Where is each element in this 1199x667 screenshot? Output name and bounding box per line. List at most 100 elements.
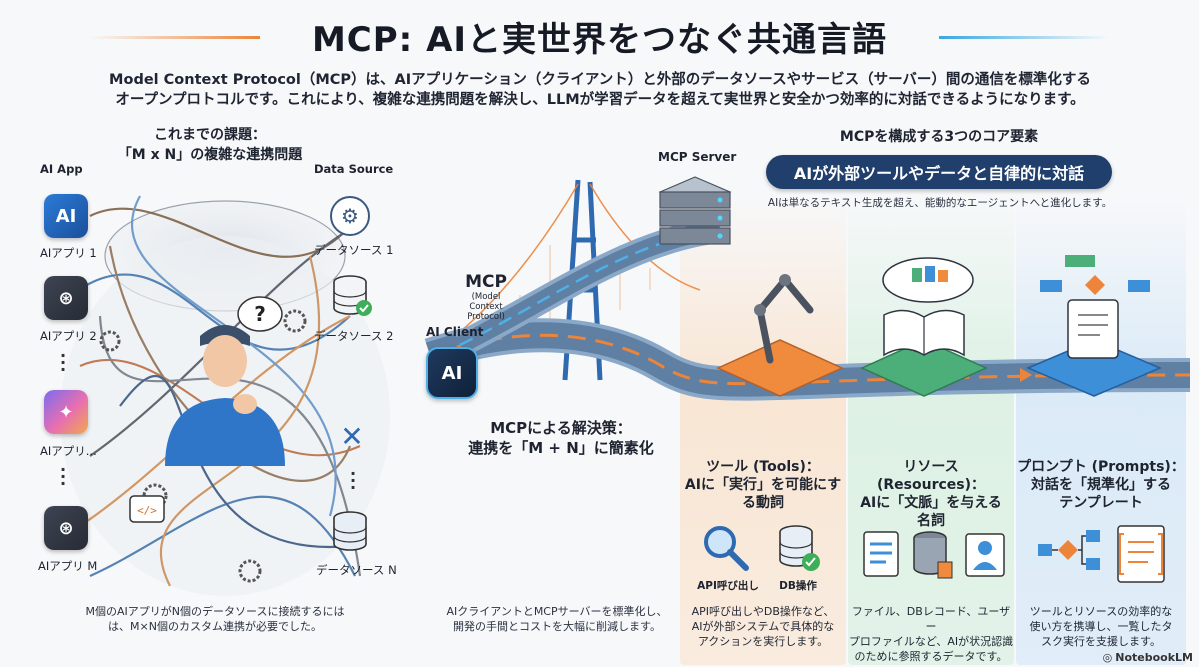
mcp-label-block: MCP (Model Context Protocol)	[456, 272, 516, 322]
app-label-1: AIアプリ 1	[40, 246, 97, 260]
tools-panel	[680, 195, 846, 665]
notebooklm-logo-icon: ◎	[1102, 651, 1113, 664]
resources-icons	[863, 531, 1005, 579]
core-header: MCPを構成する3つのコア要素	[839, 129, 1039, 145]
bridge-icon	[424, 179, 1191, 401]
page-title: MCP: AIと実世界をつなぐ共通言語	[311, 20, 888, 60]
resources-title-1: リソース (Resources)：	[876, 459, 986, 493]
workflow-icon	[1038, 530, 1100, 570]
network-icon: ✕	[340, 419, 364, 453]
code-icon: </>	[129, 495, 165, 523]
problem-section: これまでの課題： 「M x N」の複雑な連携問題 AI App Data Sou…	[0, 118, 420, 663]
source-label-2: データソース 2	[314, 329, 394, 343]
resources-desc-3: のために参照するデータです。	[854, 650, 1008, 663]
solution-footnote-line-1: AIクライアントとMCPサーバーを標準化し、	[446, 605, 668, 618]
tools-title: ツール (Tools)： AIに「実行」を可能にす る動詞	[682, 458, 844, 512]
tools-title-2: AIに「実行」を可能にす	[684, 477, 842, 493]
chatgpt-icon: ⊛	[44, 276, 88, 320]
solution-title: MCPによる解決策： 連携を「M + N」に簡素化	[456, 418, 666, 458]
database-icon-n	[333, 511, 367, 551]
solution-title-line-1: MCPによる解決策：	[490, 419, 632, 437]
resources-desc: ファイル、DBレコード、ユーザー プロファイルなど、AIが状況認識 のために参照…	[848, 604, 1014, 664]
resources-title-3: 名詞	[917, 513, 945, 529]
intro-text: Model Context Protocol（MCP）は、AIアプリケーション（…	[60, 70, 1140, 110]
app-label-2: AIアプリ 2	[40, 329, 97, 343]
problem-footnote: M個のAIアプリがN個のデータソースに接続するには は、M×N個のカスタム連携が…	[60, 604, 370, 634]
core-banner: AIが外部ツールやデータと自律的に対話	[766, 155, 1112, 189]
notebooklm-badge: ◎ NotebookLM	[1103, 651, 1193, 664]
intro-line-1: Model Context Protocol（MCP）は、AIアプリケーション（…	[109, 72, 1091, 88]
ai-app-icon: AI	[44, 194, 88, 238]
robot-arm-icon	[754, 274, 814, 364]
tools-gear-icon: ⚙	[330, 196, 370, 236]
source-label-n: データソース N	[316, 563, 397, 577]
database-icon	[333, 275, 372, 316]
prompts-desc: ツールとリソースの効率的な 使い方を携導し、一覧したタ スク実行を支援します。	[1016, 604, 1186, 649]
solution-title-line-2: 連携を「M + N」に簡素化	[468, 439, 654, 457]
notebooklm-label: NotebookLM	[1115, 651, 1193, 664]
cloud-icon	[882, 257, 974, 303]
tools-title-1: ツール (Tools)：	[706, 459, 820, 475]
flowchart-icon	[1040, 255, 1150, 359]
tools-desc-3: アクションを実行します。	[697, 635, 829, 648]
ai-client-icon: AI	[426, 347, 478, 399]
resources-desc-1: ファイル、DBレコード、ユーザー	[851, 605, 1011, 633]
api-call-label: API呼び出し	[697, 580, 759, 592]
app-label-m: AIアプリ M	[38, 559, 98, 573]
problem-footnote-line-1: M個のAIアプリがN個のデータソースに接続するには	[85, 605, 345, 618]
workflow-template-icon	[1038, 525, 1165, 583]
ai-app-header: AI App	[40, 162, 83, 176]
core-subtitle: AIは単なるテキスト生成を超え、能動的なエージェントへと進化します。	[767, 197, 1113, 209]
source-label-1: データソース 1	[314, 243, 394, 257]
template-document-icon	[1117, 525, 1165, 583]
contact-card-icon	[965, 533, 1005, 577]
solution-footnote: AIクライアントとMCPサーバーを標準化し、 開発の手間とコストを大幅に削減しま…	[432, 604, 682, 634]
prompts-desc-2: 使い方を携導し、一覧したタ	[1029, 620, 1173, 633]
confused-person-icon	[165, 325, 285, 466]
database-stack-icon	[913, 531, 953, 579]
resources-desc-2: プロファイルなど、AIが状況認識	[848, 635, 1014, 648]
intro-line-2: オープンプロトコルです。これにより、複雑な連携問題を解決し、LLMが学習データを…	[115, 92, 1085, 108]
tools-platform	[716, 339, 844, 397]
magnifier-icon	[704, 526, 749, 571]
chatgpt-icon-m: ⊛	[44, 506, 88, 550]
data-source-header: Data Source	[314, 162, 394, 176]
document-icon	[863, 531, 899, 577]
problem-title-line-2: 「M x N」の複雑な連携問題	[117, 147, 303, 163]
mcp-server-label: MCP Server	[658, 150, 737, 164]
resources-title: リソース (Resources)： AIに「文脈」を与える 名詞	[848, 458, 1014, 530]
db-op-label: DB操作	[779, 580, 817, 592]
title-accent-left	[90, 36, 260, 39]
sparkle-app-icon: ✦	[44, 390, 88, 434]
tools-desc-1: API呼び出しやDB操作など、	[691, 605, 835, 618]
problem-footnote-line-2: は、M×N個のカスタム連携が必要でした。	[108, 620, 322, 633]
prompts-desc-3: スク実行を支援します。	[1041, 635, 1161, 648]
tools-desc-2: AIが外部システムで具体的な	[691, 620, 835, 633]
vertical-dots-3: ···	[350, 464, 357, 497]
question-bubble-icon: ?	[237, 296, 283, 332]
tangled-connections: ? </>	[60, 195, 390, 596]
svg-text:</>: </>	[137, 504, 157, 517]
prompts-panel	[1016, 195, 1186, 665]
vertical-dots: ···	[60, 346, 67, 379]
problem-title-line-1: これまでの課題：	[154, 127, 266, 143]
title-accent-right	[939, 36, 1109, 39]
mcp-sub-label: (Model Context Protocol)	[467, 292, 505, 322]
prompts-desc-1: ツールとリソースの効率的な	[1029, 605, 1173, 618]
app-label-3: AIアプリ...	[40, 444, 97, 458]
prompts-title: プロンプト (Prompts)： 対話を「規準化」する テンプレート	[1016, 458, 1186, 512]
ai-client-label: AI Client	[426, 325, 484, 339]
prompts-title-3: テンプレート	[1059, 495, 1143, 511]
prompts-title-2: 対話を「規準化」する	[1031, 477, 1171, 493]
problem-title: これまでの課題： 「M x N」の複雑な連携問題	[70, 124, 350, 164]
mcp-label: MCP	[465, 272, 507, 292]
tools-title-3: る動詞	[742, 495, 784, 511]
book-icon	[883, 309, 965, 357]
resources-title-2: AIに「文脈」を与える	[860, 495, 1002, 511]
svg-text:?: ?	[254, 302, 266, 326]
solution-footnote-line-2: 開発の手間とコストを大幅に削減します。	[453, 620, 661, 633]
server-icon	[658, 176, 732, 245]
db-operation-icon	[779, 525, 820, 571]
vertical-dots-2: ···	[60, 460, 67, 493]
prompts-title-1: プロンプト (Prompts)：	[1017, 459, 1185, 475]
